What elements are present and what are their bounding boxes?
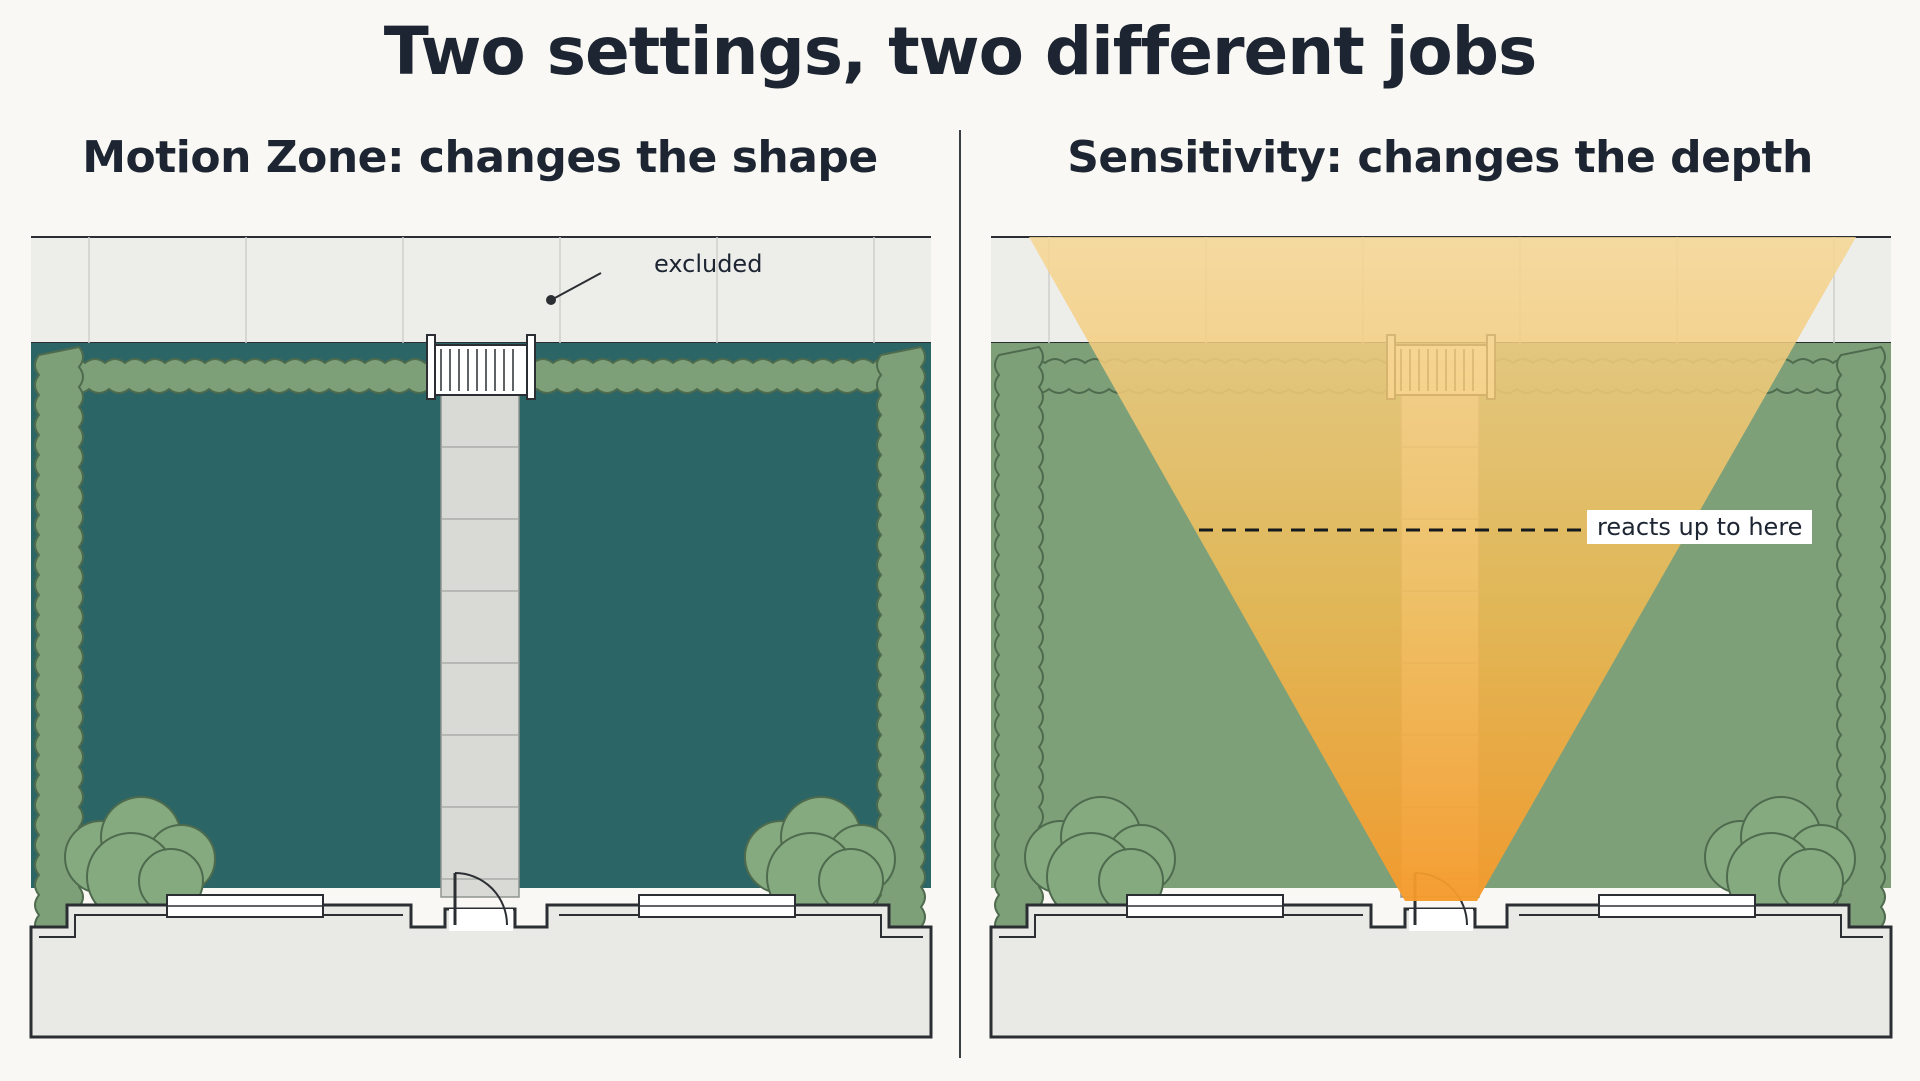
door-swing-arc <box>454 872 508 926</box>
door-opening <box>1409 909 1473 931</box>
sensitivity-panel-title: Sensitivity: changes the depth <box>1067 132 1813 183</box>
sensitivity-plan <box>989 236 1893 1039</box>
window-icon <box>166 894 324 918</box>
gate-post-left <box>426 334 436 400</box>
detection-cone <box>1029 237 1856 901</box>
gate-post-right <box>526 334 536 400</box>
shrub-icon <box>1024 796 1176 922</box>
excluded-callout-label: excluded <box>654 250 763 278</box>
window-icon <box>1126 894 1284 918</box>
depth-limit-label: reacts up to here <box>1587 510 1813 544</box>
front-hedge-right <box>515 358 915 394</box>
excluded-callout-line <box>552 272 602 300</box>
gate-icon <box>426 334 536 400</box>
main-title: Two settings, two different jobs <box>383 13 1538 90</box>
motion-zone-plan <box>29 236 933 1039</box>
door-icon <box>449 872 513 931</box>
excluded-callout-dot <box>546 295 556 305</box>
gate-frame <box>430 344 532 396</box>
window-icon <box>1598 894 1756 918</box>
shrub-lobe <box>1778 848 1844 914</box>
front-hedge-left <box>47 358 447 394</box>
motion-zone-panel-title: Motion Zone: changes the shape <box>82 132 878 183</box>
window-icon <box>638 894 796 918</box>
sidewalk <box>31 237 931 343</box>
front-path <box>440 376 520 898</box>
door-opening <box>449 909 513 931</box>
panel-divider <box>959 130 961 1058</box>
shrub-lobe <box>818 848 884 914</box>
